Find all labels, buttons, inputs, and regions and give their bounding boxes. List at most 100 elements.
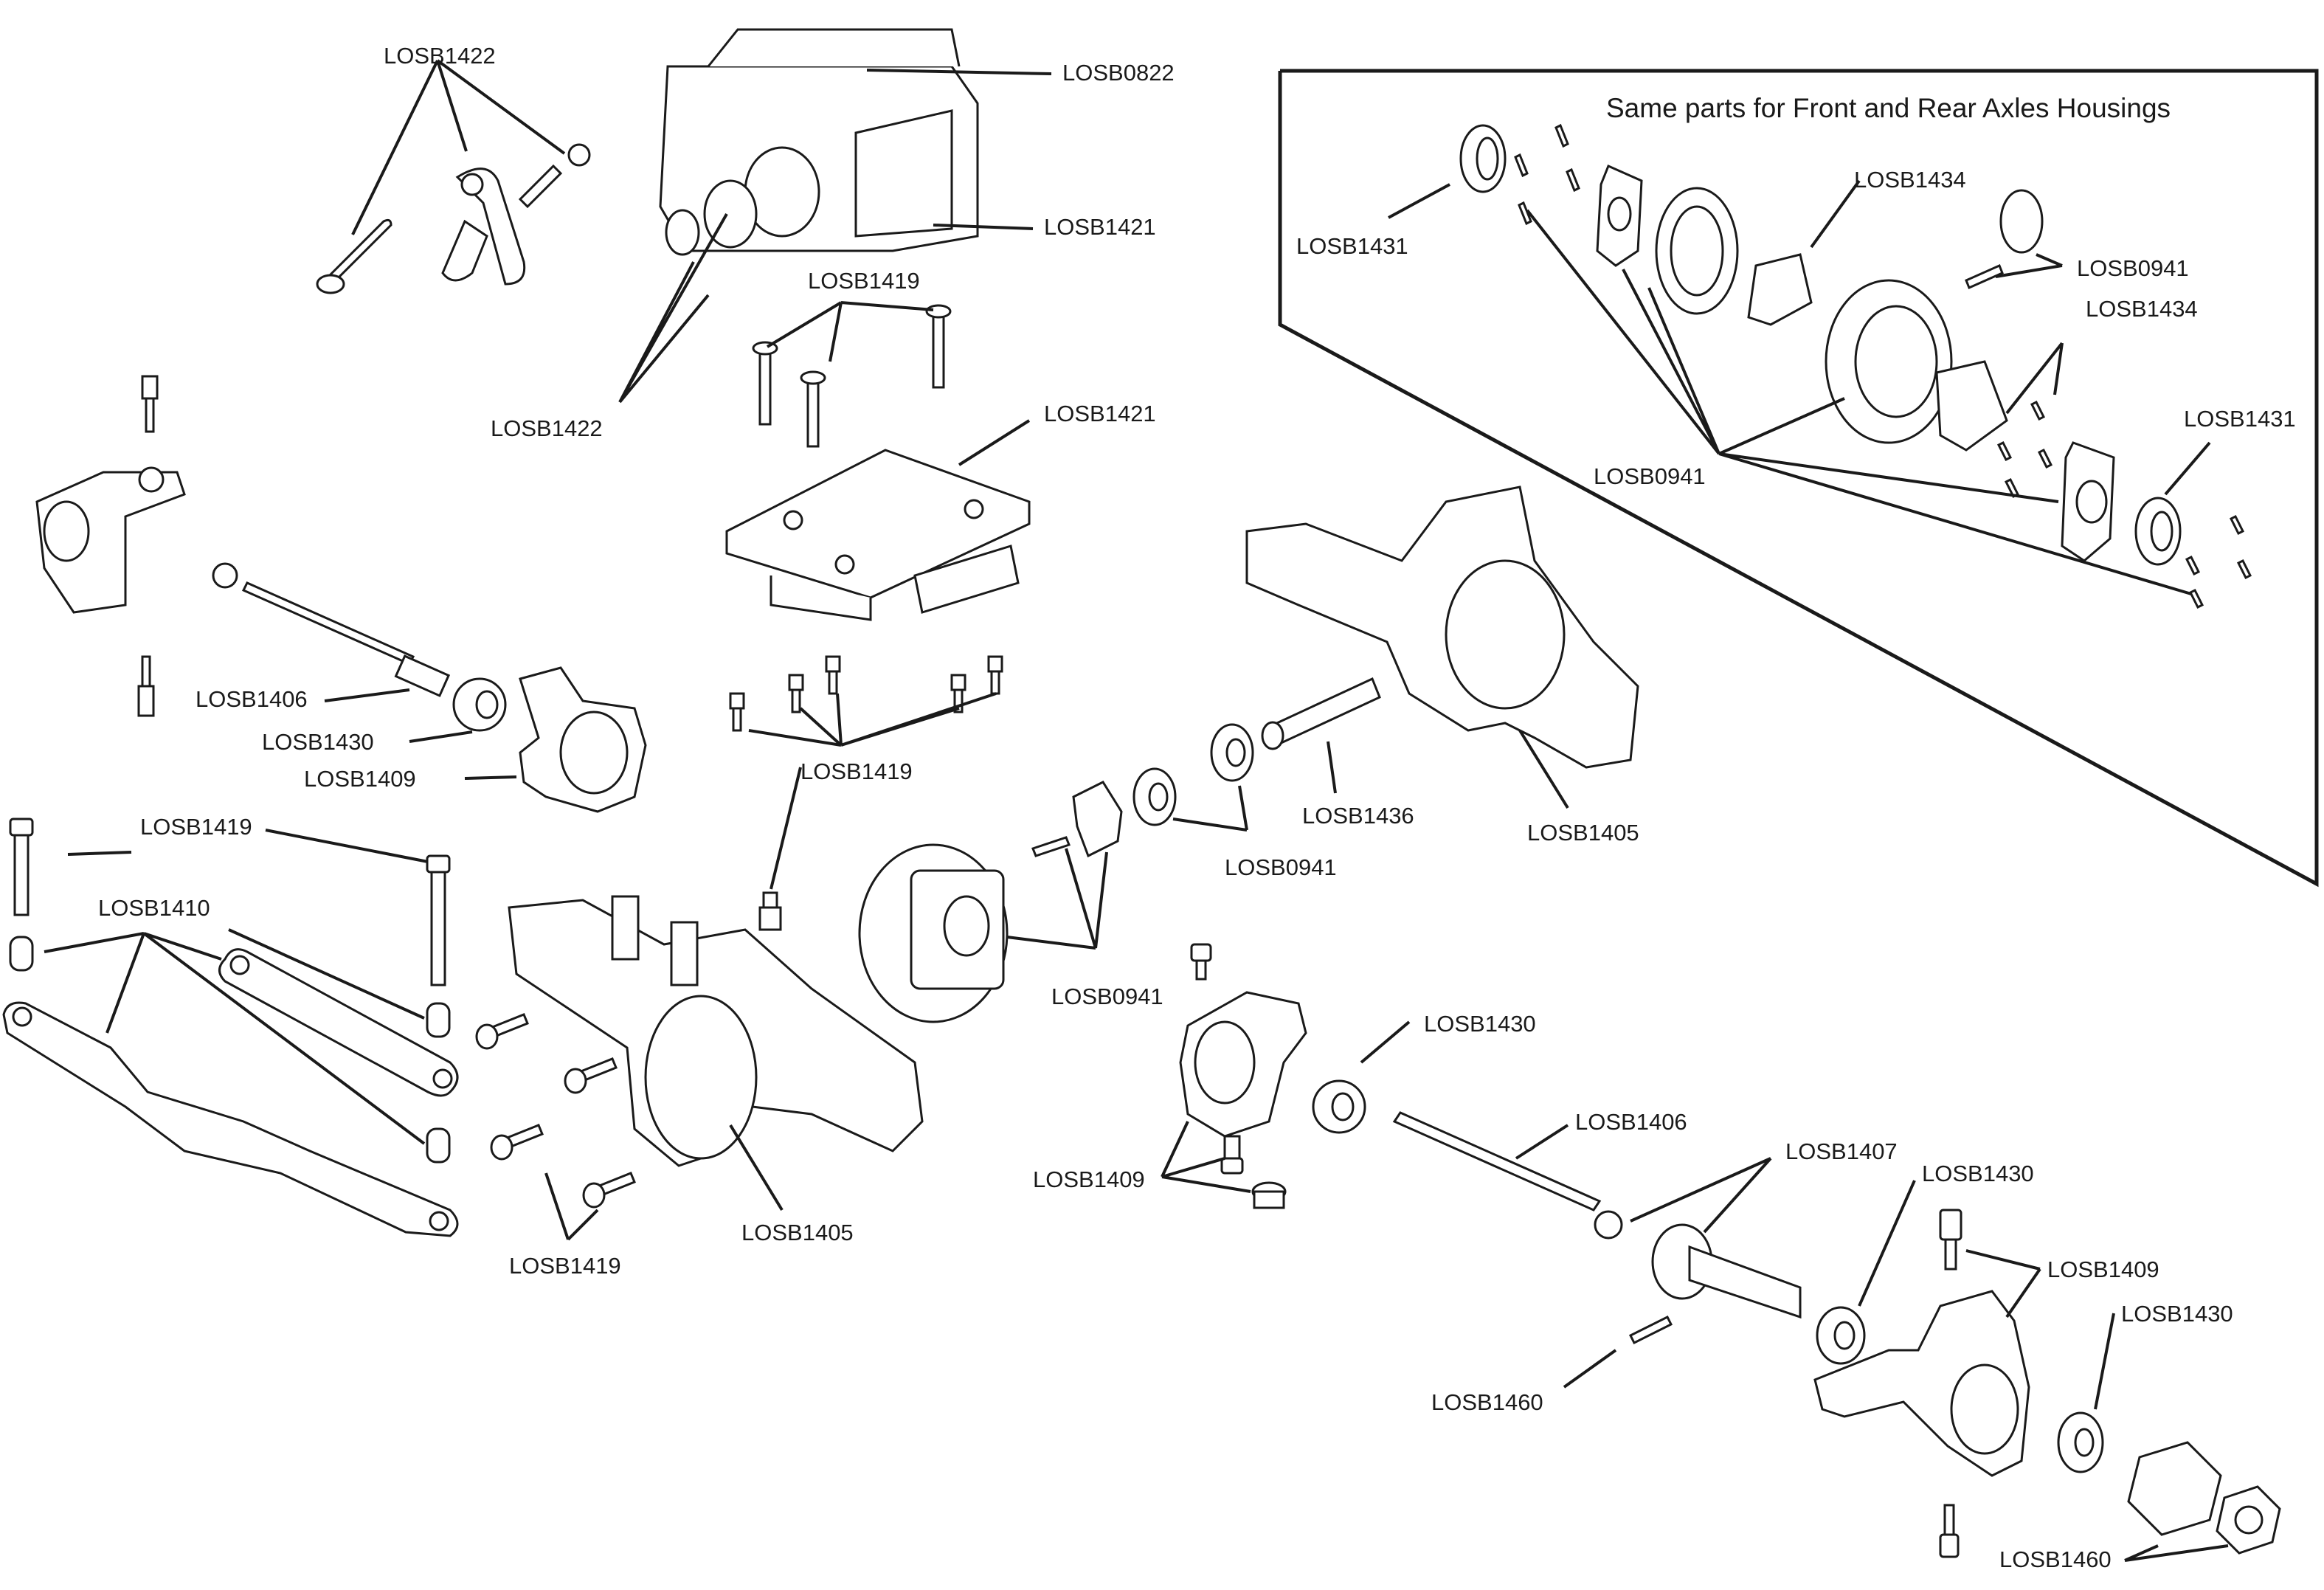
screw-part	[2185, 555, 2201, 576]
part-label: LOSB1430	[1424, 1011, 1536, 1037]
screw-part	[137, 655, 155, 717]
part-label: LOSB1405	[1527, 820, 1639, 846]
screw-part	[2030, 400, 2046, 421]
inset-title: Same parts for Front and Rear Axles Hous…	[1606, 93, 2171, 123]
pinion-gear-part	[1999, 189, 2044, 254]
bearing-part	[2134, 497, 2182, 566]
part-label: LOSB1419	[140, 814, 252, 840]
servo-ball-stud-part	[518, 143, 591, 209]
ball-end-part	[9, 936, 34, 972]
part-label: LOSB1407	[1785, 1138, 1898, 1164]
servo-horn-part	[441, 167, 526, 286]
bearing-spacer-part	[452, 677, 507, 732]
bearing-spacer-part	[1312, 1079, 1366, 1134]
ring-gear-part	[1825, 279, 1953, 444]
bolt-part	[800, 370, 826, 448]
ball-end-part	[426, 1002, 451, 1038]
part-label: LOSB1409	[2047, 1257, 2159, 1282]
screw-part	[1514, 153, 1529, 178]
part-label: LOSB1406	[196, 686, 308, 712]
diff-cover-part	[1596, 164, 1643, 267]
part-label: LOSB1430	[1922, 1161, 2034, 1186]
screw-part	[2037, 448, 2053, 469]
screw-part	[141, 375, 159, 433]
pin-part	[426, 854, 451, 986]
screw-part	[1939, 1209, 1962, 1271]
spider-gear-part	[1935, 360, 2008, 452]
screw-part	[950, 674, 966, 713]
part-label: LOSB1419	[808, 268, 920, 294]
part-label: LOSB1421	[1044, 214, 1156, 240]
inset-part-label: LOSB1431	[1296, 233, 1408, 259]
bearing-part	[1459, 124, 1507, 193]
part-label: LOSB1405	[741, 1220, 854, 1245]
part-label: LOSB1410	[98, 895, 210, 921]
screw-part	[788, 674, 804, 713]
part-label: LOSB1430	[262, 729, 374, 755]
stub-axle-part	[1651, 1223, 1802, 1319]
leader-lines	[44, 59, 2229, 1562]
screw-part	[1939, 1504, 1960, 1558]
bolt-part	[582, 1172, 636, 1209]
servo-pin-part	[316, 218, 392, 294]
part-label: LOSB1436	[1302, 803, 1414, 829]
part-label: LOSB1419	[800, 758, 913, 784]
screw-part	[1965, 263, 2004, 290]
bolt-part	[564, 1057, 618, 1094]
screw-part	[1220, 1135, 1244, 1175]
lock-nut-part	[2216, 1485, 2281, 1555]
servo-part	[659, 28, 979, 256]
part-label: LOSB1409	[304, 766, 416, 792]
bolt-part	[490, 1124, 544, 1161]
inset-part-label: LOSB1434	[1854, 167, 1966, 193]
bushing-part	[1251, 1181, 1287, 1209]
bolt-part	[752, 341, 778, 426]
part-label: LOSB1460	[1999, 1546, 2112, 1572]
diff-cover-part	[2061, 441, 2115, 562]
inset-frame	[1278, 69, 2319, 888]
part-label: LOSB0941	[1225, 854, 1337, 880]
steering-link-part	[218, 948, 459, 1097]
inset-part-label: LOSB1431	[2184, 406, 2296, 432]
bearing-part	[1132, 767, 1177, 826]
part-label: LOSB0822	[1062, 60, 1175, 86]
differential-part	[858, 843, 1009, 1023]
drag-link-part	[2, 1001, 459, 1237]
screw-part	[1518, 201, 1532, 226]
part-label: LOSB1430	[2121, 1301, 2233, 1327]
inset-part-label: LOSB0941	[2077, 255, 2189, 281]
screw-part	[2188, 588, 2204, 609]
bolt-part	[925, 304, 952, 389]
screw-part	[758, 891, 782, 931]
part-label: LOSB1460	[1431, 1389, 1543, 1415]
bolt-part	[475, 1013, 529, 1050]
pin-part	[9, 818, 34, 916]
driveshaft-part	[212, 562, 451, 697]
pinion-shaft-part	[1261, 677, 1381, 750]
driveshaft-part	[1392, 1111, 1623, 1240]
part-label: LOSB1409	[1033, 1166, 1145, 1192]
screw-part	[1566, 167, 1580, 193]
pinion-gear-part	[1072, 781, 1123, 858]
screw-part	[1031, 836, 1071, 857]
screw-part	[1554, 123, 1569, 148]
pin-part	[1628, 1315, 1673, 1345]
axle-housing-part	[508, 895, 924, 1167]
part-label: LOSB1419	[509, 1253, 621, 1279]
inset-part-label: LOSB0941	[1594, 463, 1706, 489]
steering-knuckle-part	[1179, 991, 1307, 1138]
screw-part	[2236, 559, 2252, 580]
screw-part	[729, 692, 745, 732]
wheel-hex-part	[2127, 1441, 2222, 1536]
part-label: LOSB0941	[1051, 984, 1163, 1009]
part-label: LOSB1406	[1575, 1109, 1687, 1135]
axle-housing-part	[1245, 485, 1639, 769]
servo-mount-part	[725, 449, 1031, 621]
inset-part-label: LOSB1434	[2086, 296, 2198, 322]
part-label: LOSB1421	[1044, 401, 1156, 426]
bearing-part	[1210, 723, 1254, 782]
part-label: LOSB1422	[384, 43, 496, 69]
part-label: LOSB1422	[491, 415, 603, 441]
